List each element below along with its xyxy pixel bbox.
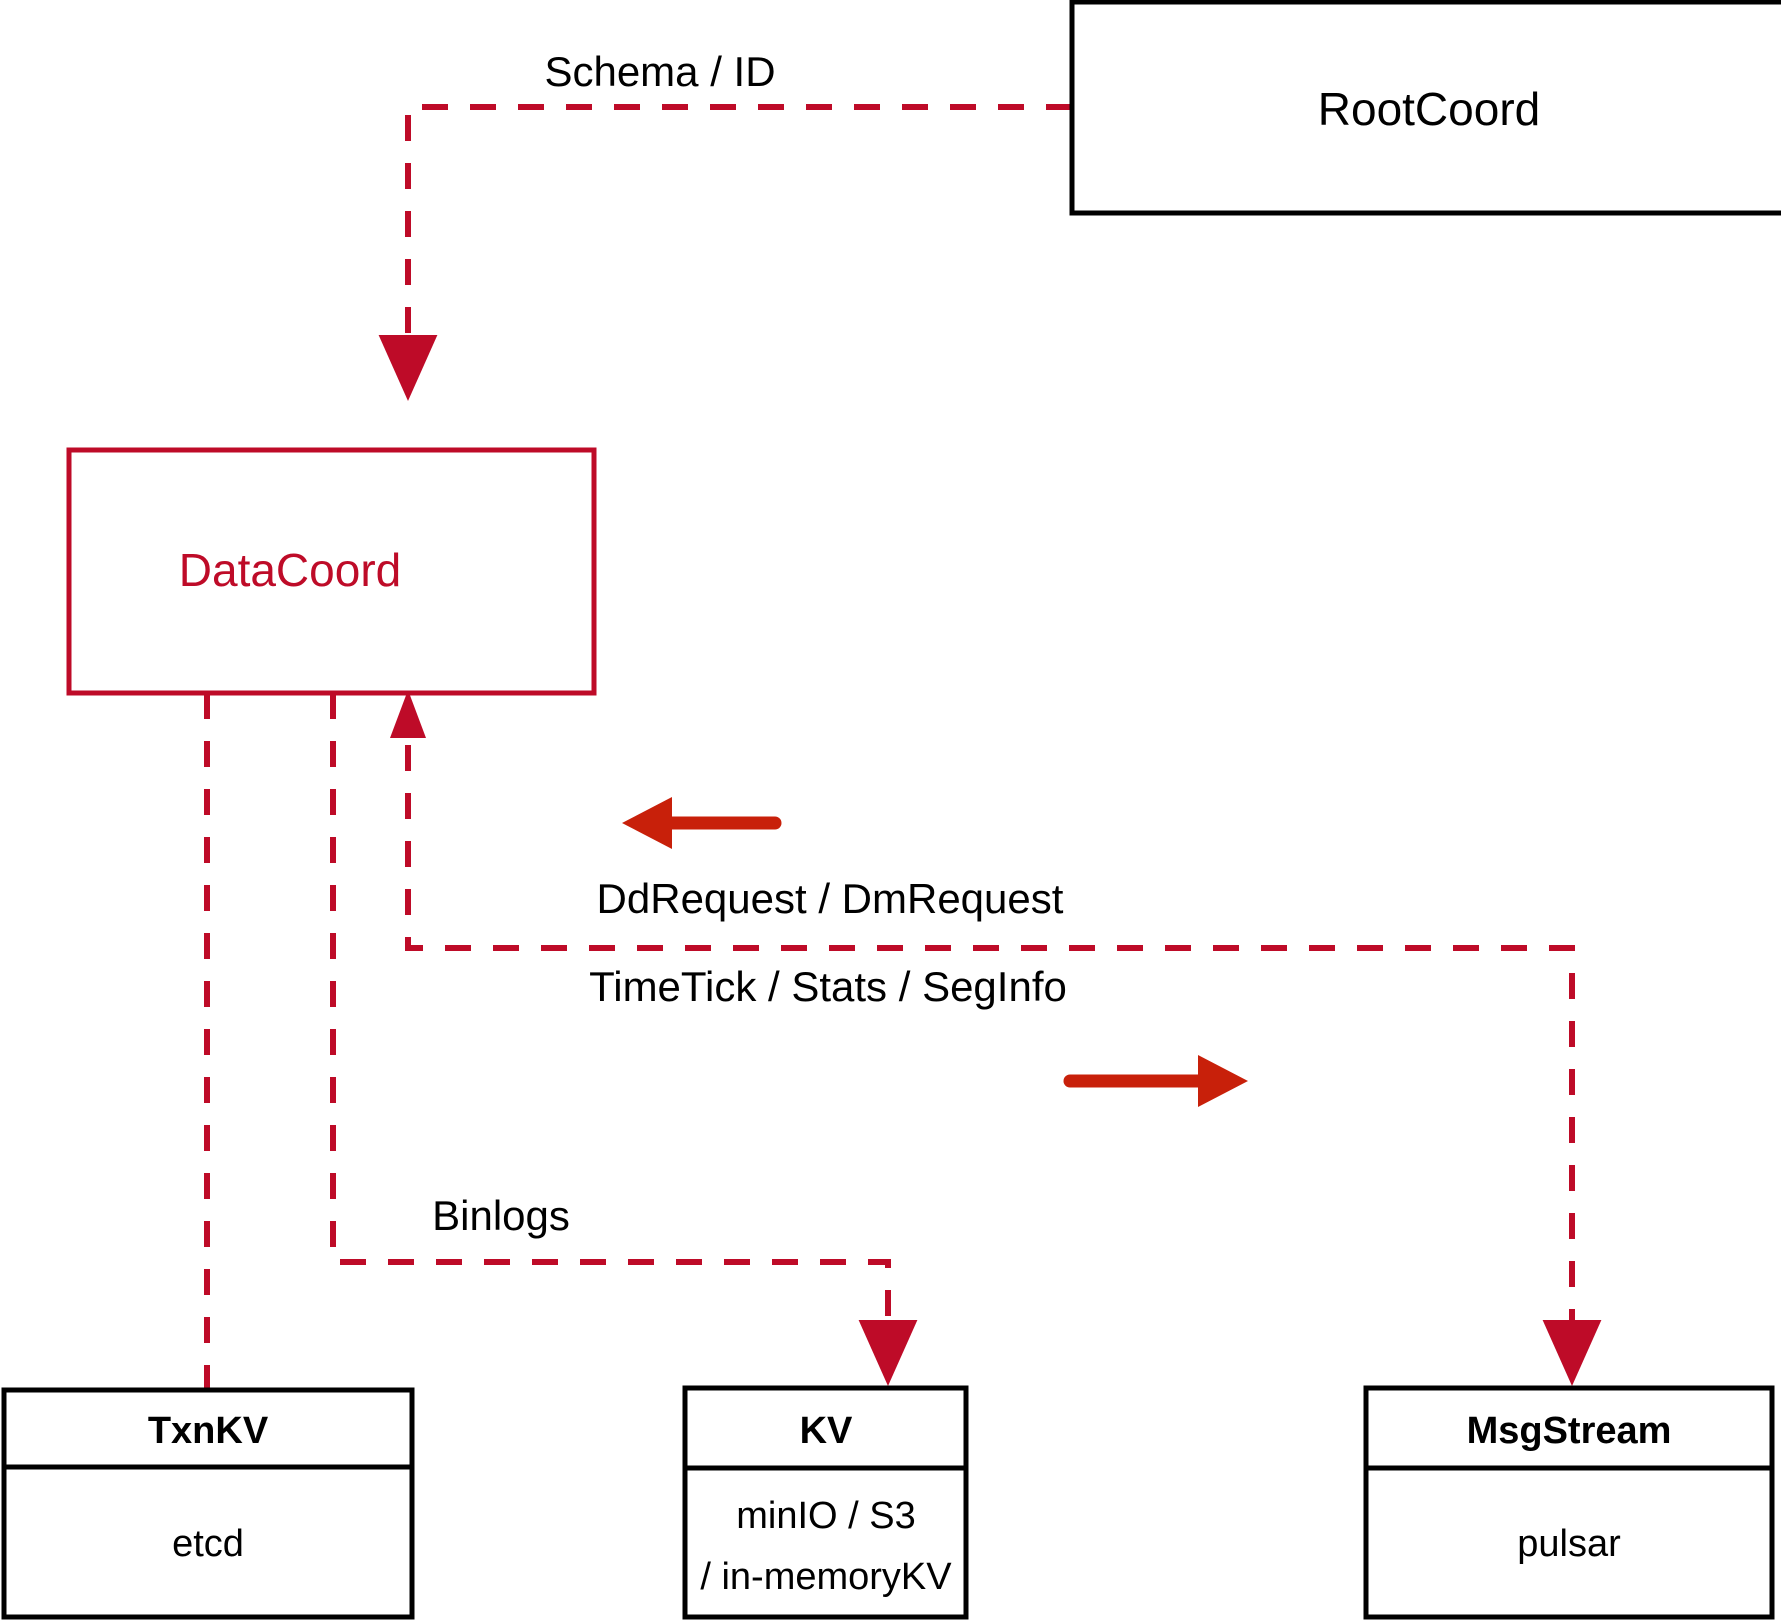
node-msgstream-title: MsgStream — [1467, 1410, 1672, 1452]
node-kv-title: KV — [800, 1410, 853, 1452]
node-txnkv-title: TxnKV — [148, 1410, 269, 1452]
node-kv-detail-line2: / in-memoryKV — [700, 1556, 952, 1598]
node-rootcoord[interactable] — [1069, 0, 1781, 216]
edge-msgstream-requests — [390, 690, 1602, 1386]
node-msgstream-detail: pulsar — [1517, 1523, 1621, 1565]
node-datacoord-label: DataCoord — [179, 544, 401, 596]
edge-label-schema-id: Schema / ID — [544, 48, 775, 95]
node-kv-detail-line1: minIO / S3 — [736, 1495, 916, 1537]
node-kv[interactable] — [682, 1385, 969, 1620]
node-msgstream[interactable] — [1363, 1385, 1775, 1620]
node-datacoord[interactable] — [66, 447, 597, 696]
edge-label-timetick-stats-seginfo: TimeTick / Stats / SegInfo — [589, 963, 1067, 1010]
node-txnkv[interactable] — [1, 1387, 415, 1620]
node-rootcoord-label: RootCoord — [1318, 83, 1540, 135]
edge-schema-id — [378, 104, 1072, 401]
direction-arrow-left — [622, 797, 782, 849]
edge-label-dd-dm-request: DdRequest / DmRequest — [597, 875, 1064, 922]
node-txnkv-detail: etcd — [172, 1523, 244, 1565]
edge-binlogs — [330, 693, 918, 1386]
edge-label-binlogs: Binlogs — [432, 1192, 570, 1239]
direction-arrow-right — [1063, 1055, 1248, 1107]
